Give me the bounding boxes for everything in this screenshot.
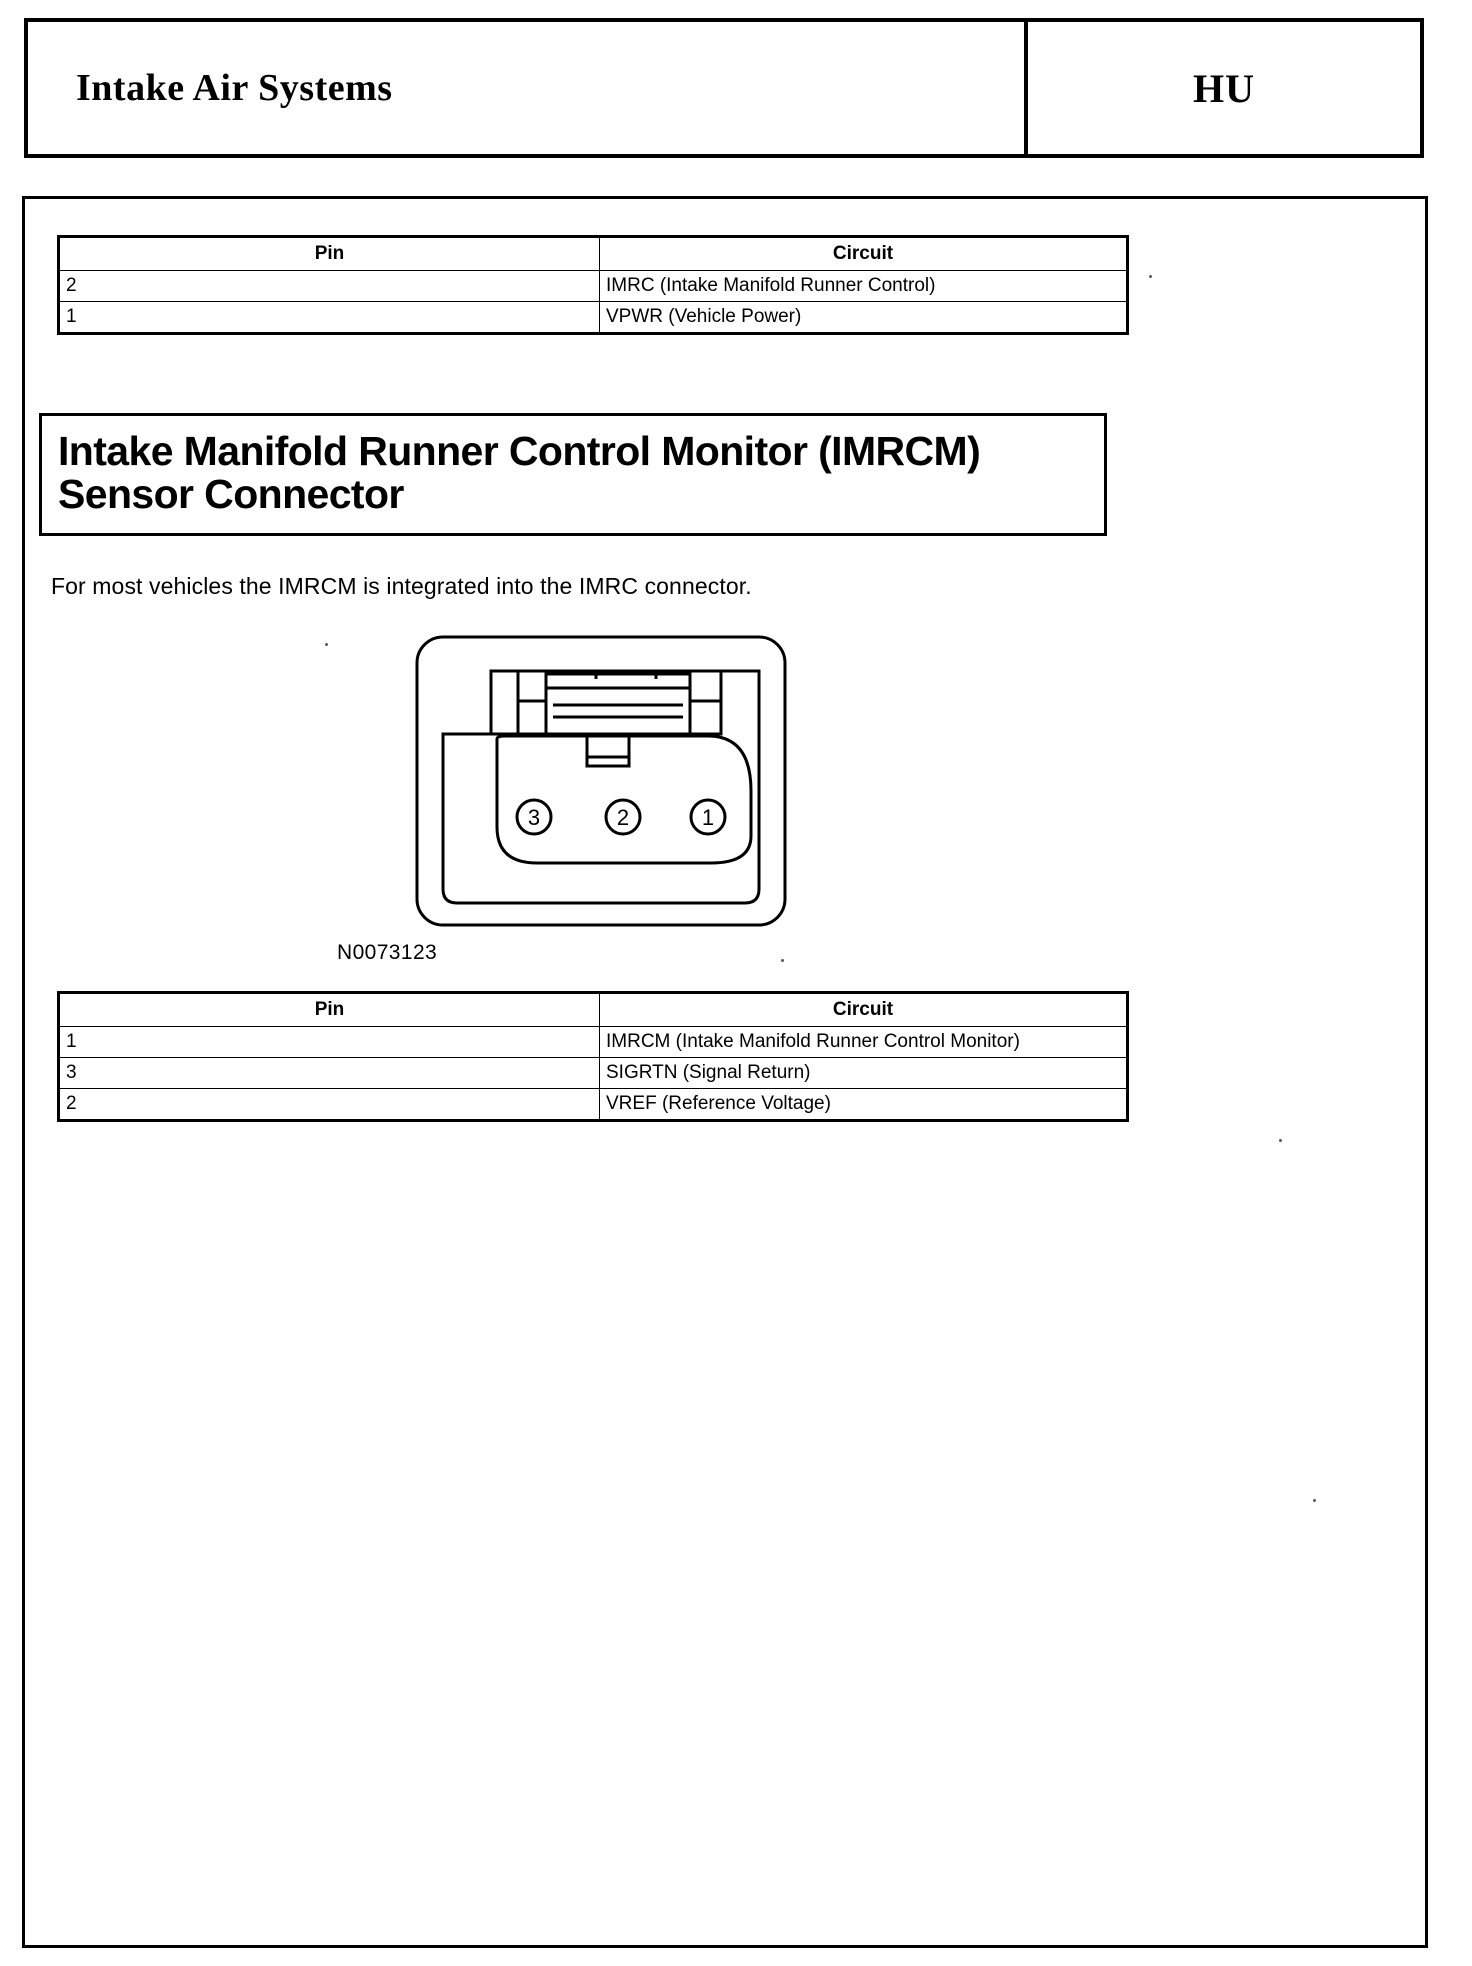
table-header-row: Pin Circuit [59,237,1127,271]
table-row: 2 VREF (Reference Voltage) [59,1088,1127,1120]
cell-pin: 3 [59,1057,600,1089]
cell-circuit: IMRCM (Intake Manifold Runner Control Mo… [599,1026,1127,1058]
column-header-circuit: Circuit [599,237,1127,271]
connector-keyway [585,736,631,768]
section-code: HU [1193,65,1255,111]
pin-circle-3 [515,798,553,836]
scan-speckle [325,643,328,646]
cell-pin: 2 [59,270,600,302]
connector-latch-center [544,672,692,736]
cell-pin: 1 [59,1026,600,1058]
header-code-cell: HU [1028,22,1420,154]
cell-circuit: VPWR (Vehicle Power) [599,301,1127,333]
scan-speckle [1313,1499,1316,1502]
page-title: Intake Air Systems [76,67,393,109]
imrc-pinout-table: Pin Circuit 2 IMRC (Intake Manifold Runn… [57,235,1129,335]
column-header-pin: Pin [59,993,600,1027]
pin-number-2: 2 [617,805,629,830]
connector-figure: 3 2 1 [325,631,1025,931]
page-content-frame: Pin Circuit 2 IMRC (Intake Manifold Runn… [22,196,1428,1948]
pin-circle-1 [689,798,727,836]
section-heading-line-2: Sensor Connector [58,471,404,518]
cell-pin: 1 [59,301,600,333]
connector-inner-body [441,669,761,905]
cell-circuit: VREF (Reference Voltage) [599,1088,1127,1120]
table-row: 1 VPWR (Vehicle Power) [59,301,1127,333]
pin-circle-2 [604,798,642,836]
table-row: 3 SIGRTN (Signal Return) [59,1057,1127,1089]
pin-number-3: 3 [528,805,540,830]
scan-speckle [781,959,784,962]
scan-speckle [1149,275,1152,278]
scan-speckle [1279,1139,1282,1142]
connector-pin-group: 3 2 1 [515,798,727,836]
cell-pin: 2 [59,1088,600,1120]
section-heading-line-1: Intake Manifold Runner Control Monitor (… [58,428,981,474]
connector-pin-cavity [495,734,753,865]
page-header: Intake Air Systems HU [24,18,1424,158]
section-heading-box: Intake Manifold Runner Control Monitor (… [39,413,1107,536]
section-note-text: For most vehicles the IMRCM is integrate… [51,573,752,599]
table-row: 2 IMRC (Intake Manifold Runner Control) [59,270,1127,302]
column-header-circuit: Circuit [599,993,1127,1027]
table-header-row: Pin Circuit [59,993,1127,1027]
table-row: 1 IMRCM (Intake Manifold Runner Control … [59,1026,1127,1058]
column-header-pin: Pin [59,237,600,271]
cell-circuit: IMRC (Intake Manifold Runner Control) [599,270,1127,302]
connector-outer-shell [415,635,787,927]
imrcm-pinout-table: Pin Circuit 1 IMRCM (Intake Manifold Run… [57,991,1129,1122]
cell-circuit: SIGRTN (Signal Return) [599,1057,1127,1089]
figure-id-label: N0073123 [337,941,438,964]
header-title-cell: Intake Air Systems [28,22,1028,154]
pin-number-1: 1 [702,805,714,830]
imrcm-connector-diagram: 3 2 1 [415,635,787,927]
